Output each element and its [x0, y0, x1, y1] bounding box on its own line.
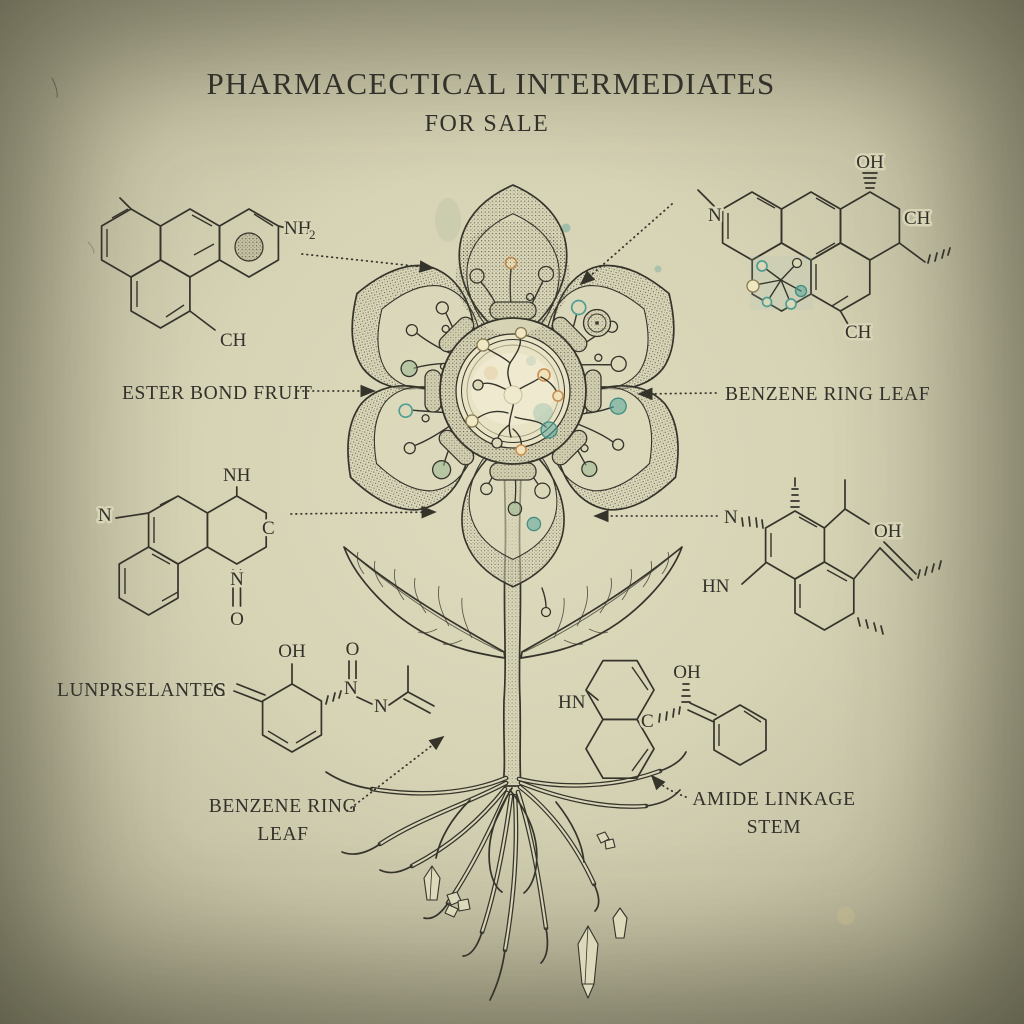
atom-label-nh2-sub: 2 [309, 227, 316, 242]
hash-wedge [790, 488, 800, 508]
atom-label-oh: OH [856, 152, 884, 173]
atom-label-c: C [262, 518, 275, 539]
page-title: PHARMACECTICAL INTERMEDIATES [207, 66, 776, 101]
atom-label-o: O [346, 639, 360, 660]
arrow-amide-stem [650, 774, 687, 798]
atom-label-hn: HN [558, 692, 586, 713]
atom-label-oh: OH [673, 662, 701, 683]
atom-label-hn: HN [702, 576, 730, 597]
molecule-mid-right: N HN OH [700, 477, 942, 635]
molecule-top-left: NH 2 CH [100, 197, 318, 354]
leaf-right [520, 546, 683, 659]
hash-wedge [917, 560, 942, 579]
label-benzene-ring-leaf-bottom-line2: LEAF [257, 824, 308, 845]
atom-label-c: C [213, 680, 226, 701]
leaf-left [343, 546, 506, 659]
atom-label-nh2: NH [284, 218, 312, 239]
atom-label-c: C [641, 711, 654, 732]
arrow-benzene-leaf-bottom [346, 735, 445, 812]
arrow-benzene-leaf-right [637, 387, 717, 401]
hash-wedge [325, 690, 342, 705]
hash-wedge [681, 683, 691, 703]
atom-label-nh: NH [223, 465, 251, 486]
molecular-tree [465, 326, 564, 456]
node-cluster [746, 257, 808, 310]
flower-center-disk [439, 220, 587, 465]
roots [325, 751, 687, 1001]
molecule-mid-left: N NH C N O [96, 463, 278, 633]
label-amide-linkage-line1: AMIDE LINKAGE [692, 789, 855, 810]
dangling-node [540, 587, 552, 618]
molecule-bottom-center: HN C OH [556, 660, 767, 780]
atom-label-ch: CH [220, 330, 247, 351]
double-bond [233, 683, 266, 703]
crystal-cluster [423, 831, 628, 999]
atom-label-n1: N [344, 678, 358, 699]
label-amide-linkage-line2: STEM [747, 817, 801, 838]
double-bond [879, 541, 917, 581]
hash-wedge [857, 617, 884, 635]
page-subtitle: FOR SALE [425, 111, 550, 137]
atom-label-n-left: N [98, 505, 112, 526]
atom-label-oh: OH [874, 521, 902, 542]
hash-wedge [741, 516, 764, 529]
paper-texture-marks [51, 77, 855, 925]
atom-label-oh: OH [278, 641, 306, 662]
double-bond [232, 569, 242, 607]
arrow-top-right-to-flower [579, 203, 673, 286]
flower-illustration [347, 184, 679, 588]
hash-wedge [658, 706, 681, 723]
atom-label-n: N [708, 205, 722, 226]
double-bond [348, 660, 357, 682]
atom-label-n-bottom: N [230, 569, 244, 590]
callout-arrows [290, 203, 718, 812]
label-lunprselantes: LUNPRSELANTES [57, 680, 226, 701]
atom-label-ch-bottom: CH [845, 322, 872, 343]
hash-wedge [862, 172, 878, 189]
atom-label-o: O [230, 609, 244, 630]
atom-label-n: N [724, 507, 738, 528]
double-bond [687, 702, 717, 723]
arrow-mid-left-to-flower [290, 505, 437, 519]
atom-label-ch-right: CH [904, 208, 931, 229]
double-bond [403, 691, 435, 714]
atom-label-n2: N [374, 696, 388, 717]
label-benzene-ring-leaf-right: BENZENE RING LEAF [725, 384, 930, 405]
label-ester-bond-fruit: ESTER BOND FRUIT [122, 383, 313, 404]
molecule-bottom-left: C OH O N N [211, 637, 435, 753]
arrow-top-left-to-flower [301, 253, 435, 273]
hash-wedge [927, 247, 951, 264]
label-benzene-ring-leaf-bottom-line1: BENZENE RING [209, 796, 358, 817]
molecule-top-right: N OH CH CH [697, 150, 951, 346]
cell-circle [582, 308, 612, 338]
